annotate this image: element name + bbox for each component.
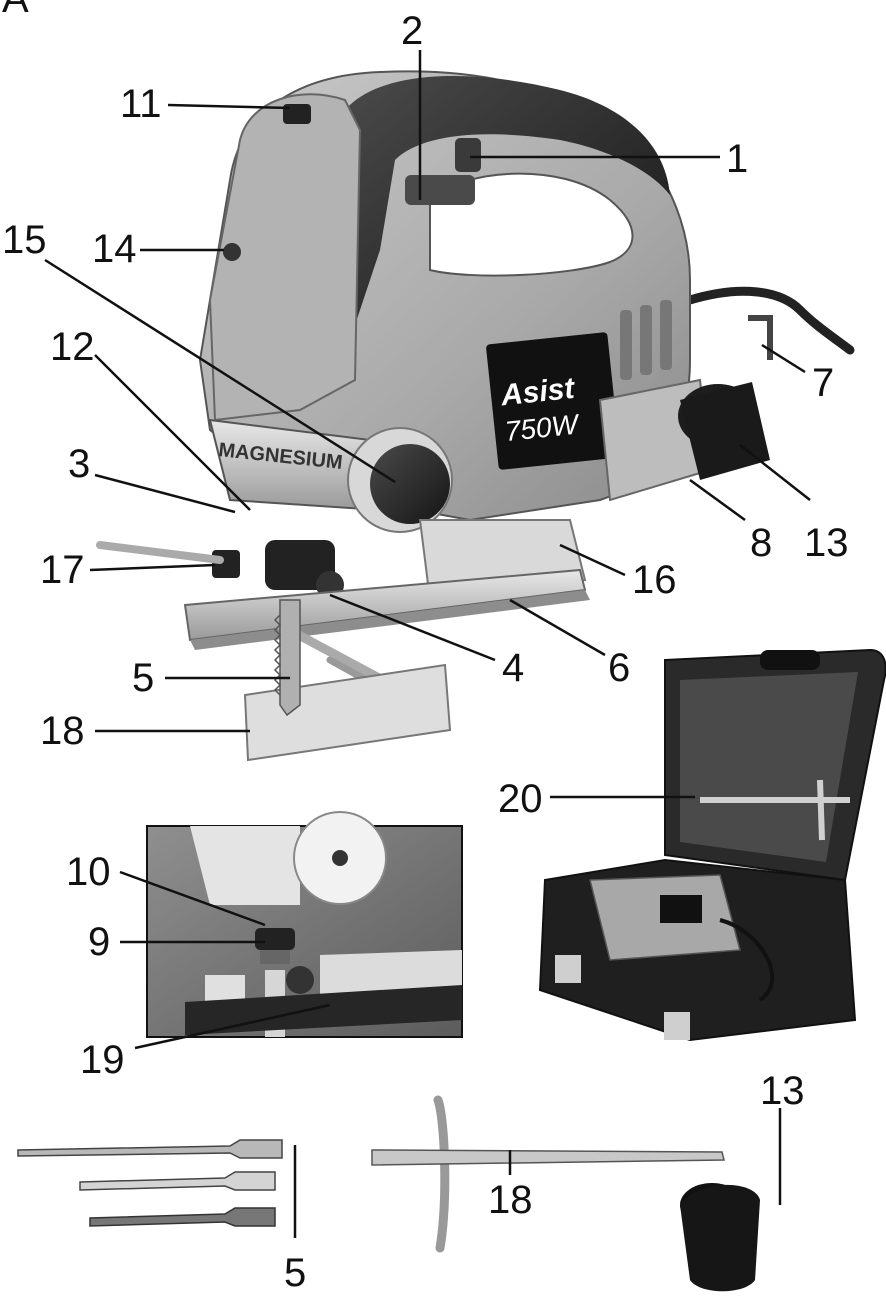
callout-3: 3	[68, 442, 90, 486]
inset-photo	[146, 811, 463, 1038]
parallel-guide-image	[371, 1095, 725, 1253]
callout-6: 6	[608, 646, 630, 690]
callout-17: 17	[40, 548, 85, 592]
callout-5: 5	[132, 656, 154, 700]
callout-14: 14	[92, 227, 137, 271]
saw-blades-image	[17, 1139, 283, 1227]
callout-2: 2	[401, 9, 423, 53]
callout-8: 8	[750, 521, 772, 565]
callout-11: 11	[120, 82, 162, 126]
callout-1: 1	[726, 137, 748, 181]
callout-10: 10	[66, 850, 111, 894]
callout-18-accessory: 18	[488, 1178, 533, 1222]
leader-lines	[44, 50, 811, 1238]
callout-labels: 1 2 11 14 15 12 7 3 8 13 17 16 4 6 5 18 …	[2, 9, 849, 1295]
callout-18: 18	[40, 709, 85, 753]
callout-13: 13	[804, 521, 849, 565]
callout-13-accessory: 13	[760, 1069, 805, 1113]
callout-12: 12	[50, 325, 95, 369]
carry-case-image	[538, 648, 886, 1042]
callout-16: 16	[632, 558, 677, 602]
figure-letter: A	[2, 0, 29, 21]
jigsaw-main-image: Asist 750W MAGNESIUM	[96, 70, 855, 762]
callout-5-accessory: 5	[284, 1251, 306, 1295]
callout-7: 7	[812, 361, 834, 405]
callout-15: 15	[2, 218, 47, 262]
callout-19: 19	[80, 1038, 125, 1082]
brand-label: Asist	[498, 372, 577, 413]
dust-adapter-image	[680, 1183, 760, 1292]
callout-9: 9	[88, 920, 110, 964]
callout-4: 4	[502, 646, 524, 690]
callout-20: 20	[498, 777, 543, 821]
